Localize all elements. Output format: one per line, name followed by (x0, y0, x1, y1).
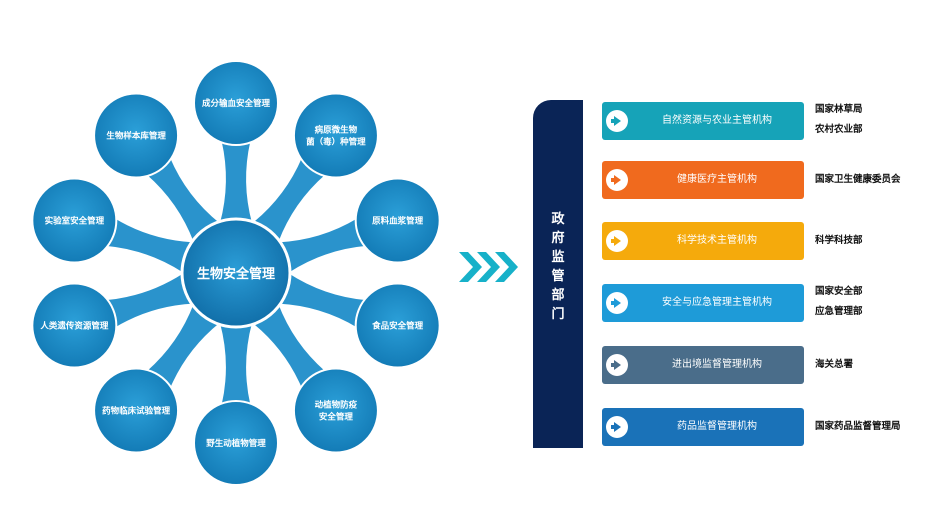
hub-node-label: 人类遗传资源管理 (40, 321, 109, 332)
hub-node-label: 菌（毒）种管理 (306, 136, 366, 147)
hub-node-label: 成分输血安全管理 (202, 98, 271, 109)
hub-connector (252, 304, 326, 389)
hub-node-label: 原料血浆管理 (372, 215, 424, 226)
agency-label: 自然资源与农业主管机构 (662, 115, 772, 126)
agency-label: 进出境监督管理机构 (672, 359, 762, 370)
hub-node-circle (93, 367, 180, 454)
hub-node-label: 实验室安全管理 (45, 215, 105, 226)
agency-item: 安全与应急管理主管机构 (602, 284, 804, 322)
ministry-list: 海关总署 (815, 355, 853, 375)
arrow-right-circle-icon (606, 292, 628, 314)
hub-node-circle (93, 92, 180, 179)
flow-arrow-icon (459, 252, 518, 282)
agency-label: 药品监督管理机构 (677, 421, 757, 432)
hub-connector (106, 218, 194, 273)
ministry-list: 科学科技部 (815, 231, 863, 251)
hub-connector (106, 273, 194, 328)
ministry-name: 科学科技部 (815, 235, 863, 246)
arrow-right-circle-icon (606, 230, 628, 252)
chevron-icon (495, 252, 518, 282)
hub-connector (252, 157, 326, 242)
ministry-name: 国家安全部 (815, 286, 863, 297)
hub-node-circle (193, 400, 279, 486)
agency-item: 进出境监督管理机构 (602, 346, 804, 384)
agency-item: 自然资源与农业主管机构 (602, 102, 804, 140)
hub-center-circle (180, 217, 292, 329)
agency-label: 安全与应急管理主管机构 (662, 297, 772, 308)
ministry-name: 国家卫生健康委员会 (815, 174, 901, 185)
hub-node-label: 病原微生物 (315, 124, 358, 135)
hub-connector (220, 141, 252, 223)
hub-node-circle (31, 177, 118, 264)
ministry-name: 国家药品监督管理局 (815, 421, 901, 432)
hub-connector (146, 304, 220, 389)
hub-node-label: 野生动植物管理 (206, 438, 266, 449)
arrow-right-circle-icon (606, 110, 628, 132)
hub-node-circle (292, 367, 379, 454)
hub-node-label: 安全管理 (319, 412, 354, 423)
hub-node-label: 生物样本库管理 (106, 130, 166, 141)
ministry-list: 国家安全部应急管理部 (815, 282, 863, 322)
agency-item: 健康医疗主管机构 (602, 161, 804, 199)
hub-node-label: 药物临床试验管理 (102, 406, 171, 417)
ministry-name: 国家林草局 (815, 104, 863, 115)
chevron-icon (477, 252, 500, 282)
hub-center-label: 生物安全管理 (197, 266, 275, 282)
agency-item: 科学技术主管机构 (602, 222, 804, 260)
arrow-right-circle-icon (606, 416, 628, 438)
ministry-name: 农村农业部 (815, 124, 863, 135)
hub-connector (278, 218, 366, 273)
hub-node-circle (292, 92, 379, 179)
agency-label: 科学技术主管机构 (677, 235, 757, 246)
hub-node-label: 食品安全管理 (372, 321, 424, 332)
hub-node-label: 动植物防疫 (315, 400, 358, 411)
ministry-list: 国家卫生健康委员会 (815, 170, 901, 190)
hub-connector (278, 273, 366, 328)
agency-item: 药品监督管理机构 (602, 408, 804, 446)
ministry-list: 国家药品监督管理局 (815, 417, 901, 437)
gov-regulator-banner: 政 府 监 管 部 门 (533, 100, 583, 448)
hub-connector (220, 323, 252, 405)
hub-connector (146, 157, 220, 242)
agency-label: 健康医疗主管机构 (677, 174, 757, 185)
ministry-name: 应急管理部 (815, 306, 863, 317)
arrow-right-circle-icon (606, 169, 628, 191)
hub-node-circle (31, 282, 118, 369)
arrow-right-circle-icon (606, 354, 628, 376)
ministry-list: 国家林草局农村农业部 (815, 100, 863, 140)
hub-node-circle (193, 60, 279, 146)
ministry-name: 海关总署 (815, 359, 854, 370)
hub-node-circle (354, 177, 441, 264)
hub-node-circle (354, 282, 441, 369)
chevron-icon (459, 252, 482, 282)
gov-regulator-title: 政 府 监 管 部 门 (551, 212, 565, 322)
